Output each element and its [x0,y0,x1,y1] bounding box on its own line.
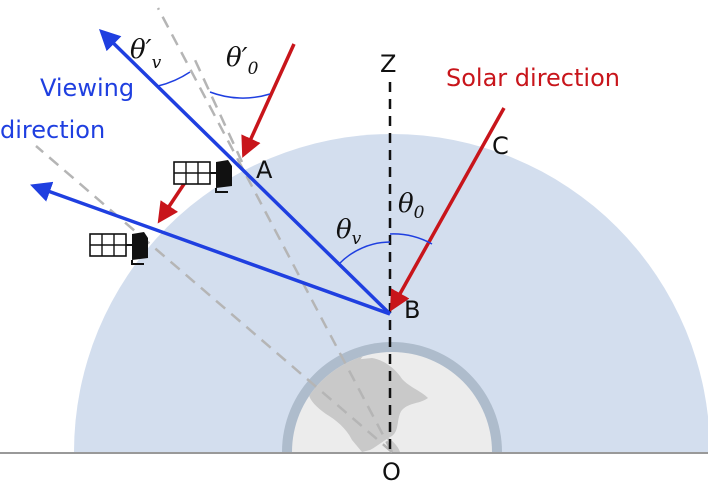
arc-theta-prime-v [157,71,191,87]
solar-ray-main [389,107,506,312]
solar-ray-a [241,43,296,158]
angle-label-theta-prime-v: θ′v [130,35,162,73]
arc-theta-0 [389,233,433,245]
angle-label-theta-v: θv [336,215,362,249]
label-point-b: B [404,296,420,324]
label-axis-z: Z [380,50,396,78]
solar-direction-label: Solar direction [446,64,620,92]
viewing-direction-label-line2: direction [0,116,105,144]
satellite-icon [173,160,232,193]
label-point-a: A [256,156,273,184]
label-point-c: C [492,132,509,160]
viewing-direction-label-line1: Viewing [40,74,134,102]
label-point-o: O [382,458,401,486]
arc-theta-prime-0 [209,91,271,99]
viewing-ray-lower [30,181,391,316]
vertical-dashed-line-a [156,7,394,453]
satellite-icon [89,232,148,265]
arc-theta-v [338,241,391,265]
angle-label-theta-prime-0: θ′0 [226,43,259,79]
viewing-ray-upper [98,29,392,316]
vertical-dashed-line-lower [35,145,393,453]
angle-label-theta-0: θ0 [398,189,425,223]
